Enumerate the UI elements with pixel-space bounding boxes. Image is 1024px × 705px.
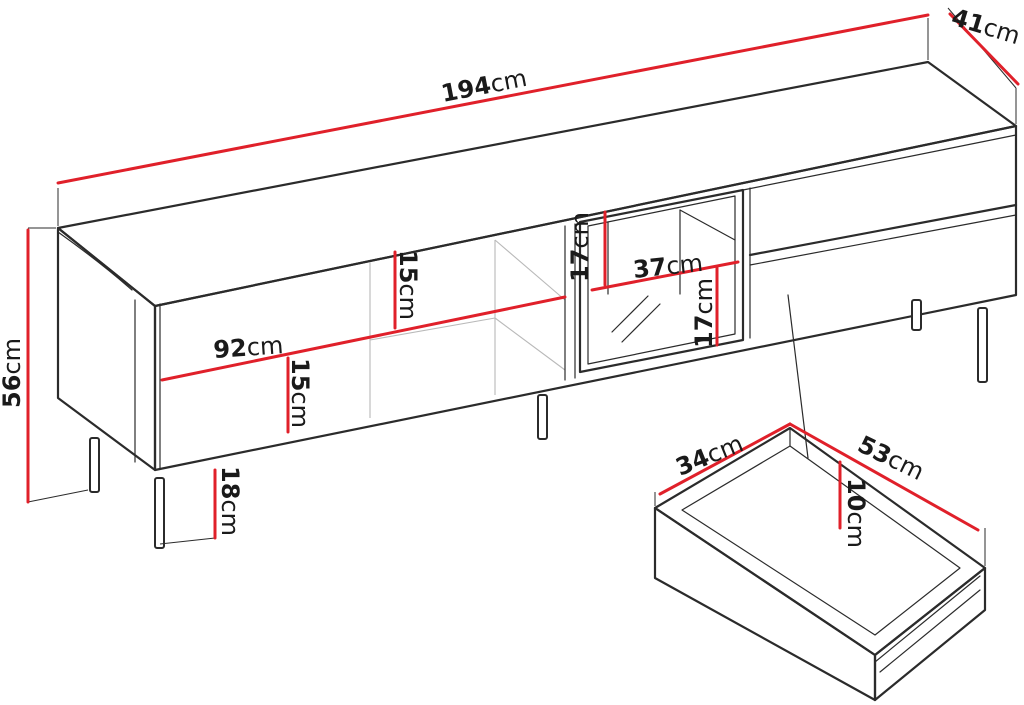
legs — [89, 299, 988, 549]
open-compartment — [159, 223, 576, 469]
leg-back-right — [911, 299, 922, 331]
cabinet-top — [56, 60, 1018, 308]
label-height: 56cm — [0, 338, 26, 408]
cabinet-front — [153, 124, 1018, 472]
drawer-detail — [653, 426, 987, 702]
label-left-width: 92cm — [212, 331, 284, 364]
glass-door — [578, 188, 745, 374]
dim-depth-line — [948, 12, 1020, 86]
dim-drawer-depth-line — [788, 422, 980, 532]
label-upper-shelf: 15cm — [394, 250, 422, 320]
label-drawer-height: 10cm — [842, 478, 870, 548]
label-drawer-width: 34cm — [672, 429, 747, 481]
dimension-lines — [26, 12, 1020, 540]
leg-middle — [537, 394, 548, 440]
leg-back-left — [89, 437, 100, 493]
label-lower-shelf: 15cm — [286, 358, 314, 428]
label-glass-top: 17cm — [566, 212, 594, 282]
dimension-labels: 194cm 41cm 56cm 18cm 92cm 15cm 15cm 17cm… — [0, 3, 1023, 548]
cabinet-side — [56, 226, 157, 472]
dim-left-width-line — [160, 295, 567, 382]
label-leg-height: 18cm — [216, 466, 244, 536]
right-drawers — [742, 134, 1018, 459]
label-glass-width: 37cm — [632, 249, 705, 284]
leg-front-right — [977, 307, 988, 383]
tv-cabinet — [56, 60, 1018, 549]
leg-front-left — [154, 477, 165, 549]
dim-length-line — [56, 13, 930, 185]
label-depth: 41cm — [948, 3, 1023, 50]
dim-glass-width-line — [590, 260, 740, 292]
label-glass-bottom: 17cm — [690, 278, 718, 348]
dim-drawer-width-line — [658, 422, 792, 496]
extension-lines — [27, 7, 1017, 566]
